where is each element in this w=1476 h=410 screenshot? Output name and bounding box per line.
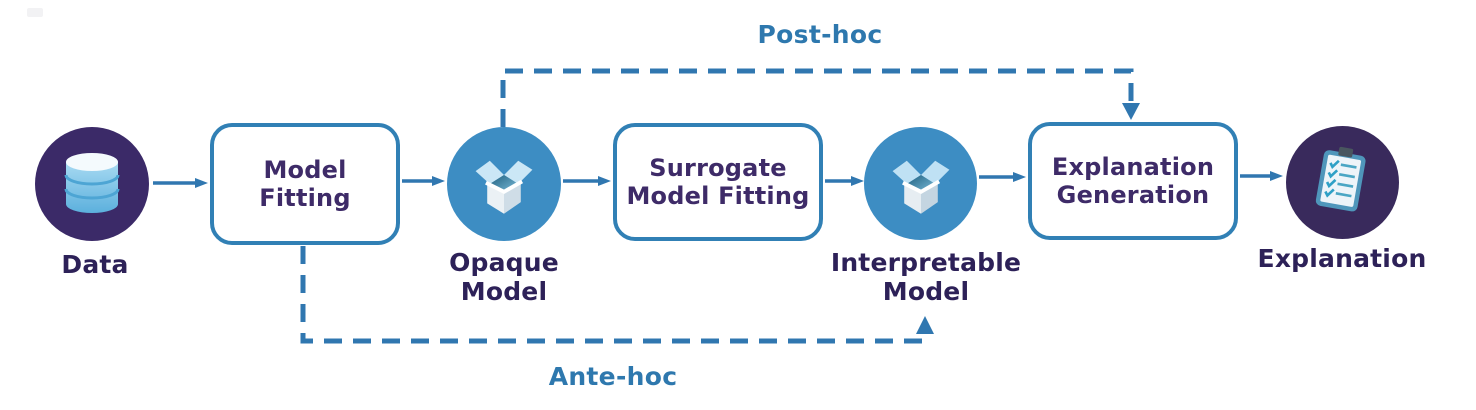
explgen-line2: Generation [1056,181,1210,209]
explanation-label: Explanation [1242,244,1442,274]
explanation-generation-box: Explanation Generation [1028,122,1238,240]
image-artifact-smudge [27,8,43,17]
opaque-label-line2: Model [460,276,548,306]
explanation-label-text: Explanation [1257,244,1427,273]
surrogate-model-fitting-box: Surrogate Model Fitting [613,123,823,241]
interpretable-label-line1: Interpretable [830,248,1022,277]
open-box-icon [475,160,533,214]
clipboard-checklist-icon [1315,146,1366,211]
data-label-text: Data [61,250,129,279]
opaque-model-node [447,127,561,241]
model-fitting-box: Model Fitting [210,123,400,245]
surrogate-line1: Surrogate [649,153,787,182]
open-box-icon [892,160,949,214]
surrogate-line2: Model Fitting [626,182,810,210]
interpretable-model-node [864,127,977,240]
model-fitting-line1: Model [263,155,347,184]
database-icon [64,153,120,213]
antehoc-arrowhead [916,316,934,334]
interpretable-model-label: Interpretable Model [816,248,1036,306]
post-hoc-label: Post-hoc [730,20,910,49]
explanation-node [1286,126,1399,239]
posthoc-dashed-path [500,68,1134,127]
opaque-model-label: Opaque Model [414,248,594,306]
explgen-line1: Explanation [1051,152,1215,181]
interpretable-label-line2: Model [882,276,970,306]
post-hoc-text: Post-hoc [757,20,883,49]
ante-hoc-label: Ante-hoc [523,362,703,391]
ante-hoc-text: Ante-hoc [548,362,678,391]
posthoc-arrowhead [1122,103,1140,120]
data-label: Data [15,250,175,280]
opaque-label-line1: Opaque [449,248,559,277]
antehoc-dashed-path [300,246,928,344]
data-node [35,127,149,241]
model-fitting-line2: Fitting [259,184,351,212]
